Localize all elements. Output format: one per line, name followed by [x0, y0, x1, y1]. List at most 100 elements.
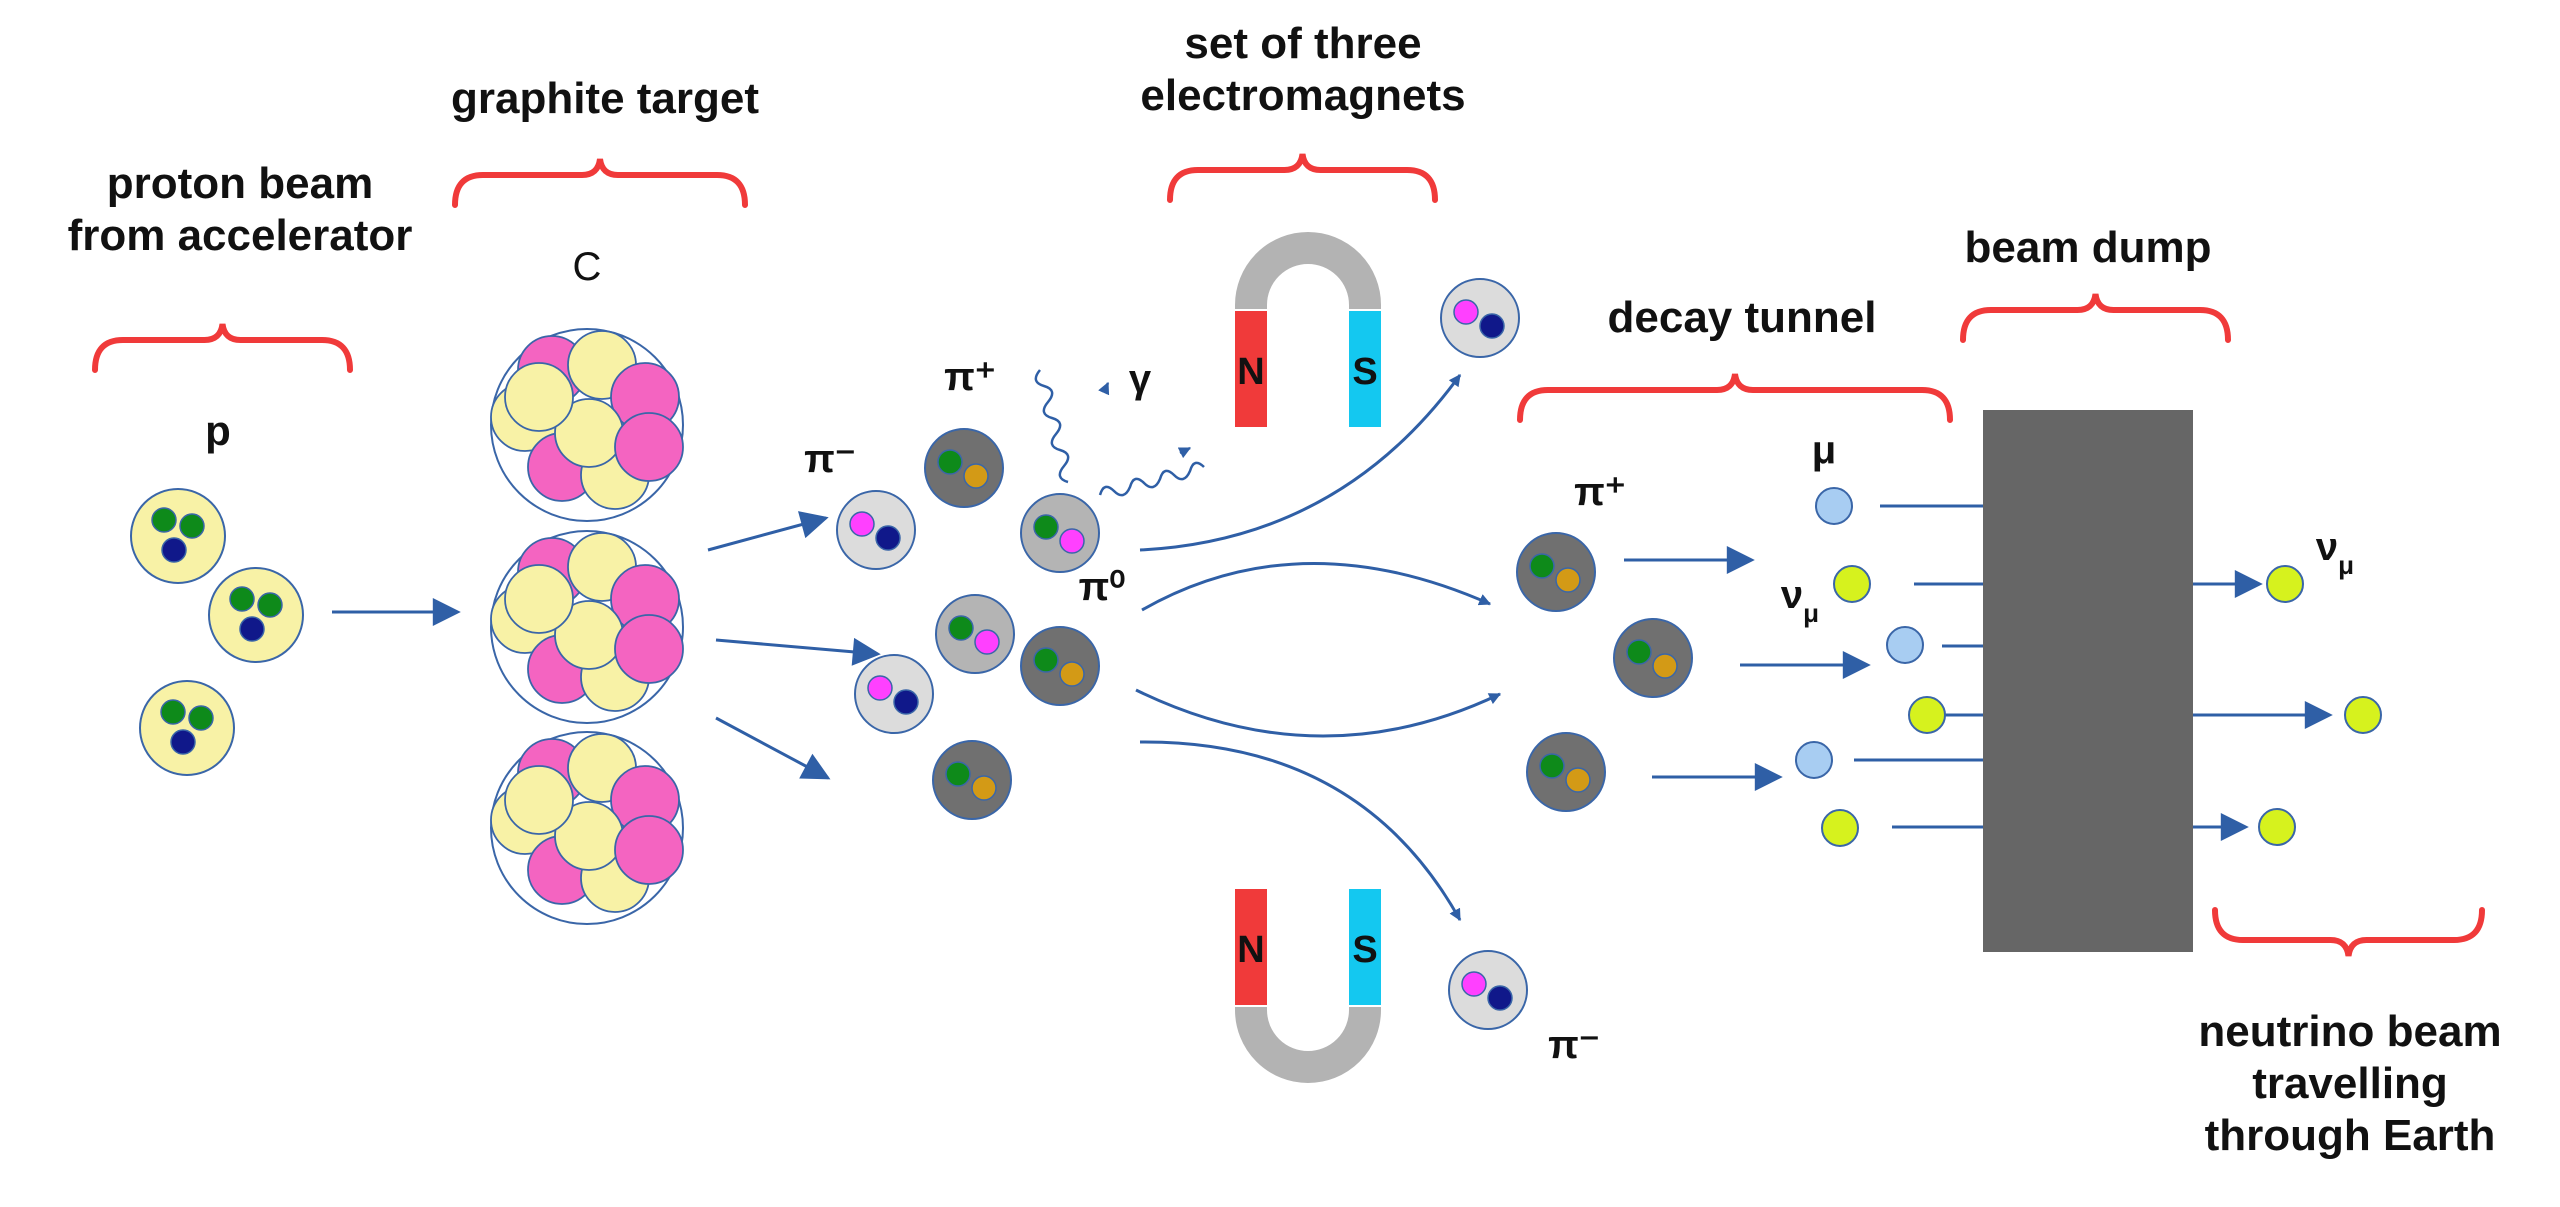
neutrino-particle-6 [2258, 808, 2296, 846]
neutrino-particle-5 [2344, 696, 2382, 734]
quark-green [257, 592, 283, 618]
nucleon-proton [614, 815, 684, 885]
south-label-bottom: S [1352, 929, 1377, 971]
carbon-nucleus-1 [490, 328, 684, 522]
focus-curve-bottom [1139, 740, 1462, 922]
proton-body [139, 680, 235, 776]
quark-blue [170, 729, 196, 755]
electromagnets-label-line2: electromagnets [1140, 71, 1465, 120]
focus-curve-upper [1141, 562, 1492, 612]
neutrino-particle-4 [2266, 565, 2304, 603]
brackets-group [92, 153, 2485, 957]
pion-arrow-upper [707, 511, 829, 552]
electromagnets-label-line1: set of three [1184, 19, 1421, 68]
mu-subscript-left: μ [1803, 598, 1819, 628]
pion-body [935, 594, 1015, 674]
nu-glyph-left: ν [1781, 573, 1803, 617]
north-label-bottom: N [1237, 929, 1264, 971]
neutrino-beam-label-line3: through Earth [2205, 1111, 2496, 1160]
muon-neutrino-symbol-right: νμ [2316, 525, 2354, 580]
antiquark [974, 629, 1000, 655]
pi-plus-symbol-top: π⁺ [944, 355, 996, 399]
pi-minus-particle-2 [854, 654, 934, 734]
horseshoe-magnet-icon-top: N S [1233, 230, 1383, 429]
muon-particle-1 [1815, 487, 1853, 525]
south-label-top: S [1352, 351, 1377, 393]
pi-plus-particle-1 [924, 428, 1004, 508]
antiquark [1565, 767, 1591, 793]
pi-plus-particle-tunnel-3 [1526, 732, 1606, 812]
pion-body [924, 428, 1004, 508]
quark-blue [161, 537, 187, 563]
curly-bracket-icon-proton [92, 323, 353, 373]
quark-blue [239, 616, 265, 642]
curly-bracket-icon-neutrino-beam [2212, 907, 2485, 957]
pi-plus-particle-3 [932, 740, 1012, 820]
nucleon-proton [614, 412, 684, 482]
magnet-group: N S N S [1233, 230, 1383, 1085]
pi-plus-particle-2 [1020, 626, 1100, 706]
antiquark [875, 525, 901, 551]
mu-subscript-right: μ [2338, 550, 2354, 580]
quark-green [160, 699, 186, 725]
pion-body [854, 654, 934, 734]
pi-minus-symbol-bottom: π⁻ [1548, 1023, 1600, 1067]
beam-dump-label: beam dump [1965, 223, 2212, 272]
quark [1033, 647, 1059, 673]
focus-curve-top [1139, 374, 1462, 552]
carbon-symbol: C [573, 245, 602, 289]
pion-body [1516, 532, 1596, 612]
magnet-south-pole-top [1347, 309, 1383, 429]
photon-group [1034, 369, 1205, 497]
pion-body [1448, 950, 1528, 1030]
proton-body [130, 488, 226, 584]
antiquark [1059, 528, 1085, 554]
pion-body [932, 740, 1012, 820]
pion-body [836, 490, 916, 570]
pion-body [1613, 618, 1693, 698]
pi-plus-particle-tunnel-2 [1613, 618, 1693, 698]
antiquark [1479, 313, 1505, 339]
decay-tunnel-label: decay tunnel [1608, 293, 1877, 342]
quark [1529, 553, 1555, 579]
photon-arrowhead-up [1098, 381, 1110, 396]
quark-green [229, 586, 255, 612]
beam-dump-block [1983, 410, 2193, 952]
pi-minus-particle-deflected [1440, 278, 1520, 358]
quark [937, 449, 963, 475]
nu-glyph-right: ν [2316, 525, 2338, 569]
pi-zero-particle-1 [1020, 493, 1100, 573]
pi-minus-particle-1 [836, 490, 916, 570]
antiquark [963, 463, 989, 489]
pi-plus-particle-tunnel-1 [1516, 532, 1596, 612]
proton-body [208, 567, 304, 663]
proton-1 [130, 488, 226, 584]
quark [867, 675, 893, 701]
particles-group [130, 278, 2382, 1030]
curly-bracket-icon-magnets [1167, 153, 1438, 203]
pion-body [1020, 493, 1100, 573]
nucleon-neutron [504, 564, 574, 634]
pion-body [1440, 278, 1520, 358]
neutrino-particle-2 [1908, 696, 1946, 734]
antiquark [971, 775, 997, 801]
quark [1539, 753, 1565, 779]
nucleon-neutron [504, 765, 574, 835]
antiquark [1652, 653, 1678, 679]
pion-body [1526, 732, 1606, 812]
muon-particle-2 [1886, 626, 1924, 664]
quark [945, 761, 971, 787]
proton-3 [139, 680, 235, 776]
curly-bracket-icon-beam-dump [1960, 293, 2231, 343]
muon-symbol: μ [1812, 428, 1836, 472]
curly-bracket-icon-decay-tunnel [1517, 373, 1953, 423]
pion-arrow-lower [715, 716, 831, 780]
neutrino-particle-1 [1833, 565, 1871, 603]
magnet-north-pole-bottom [1233, 887, 1269, 1007]
nucleon-neutron [504, 362, 574, 432]
proton-2 [208, 567, 304, 663]
pi-minus-symbol-left: π⁻ [804, 437, 856, 481]
proton-beam-label-line2: from accelerator [68, 211, 413, 260]
quark [1453, 299, 1479, 325]
